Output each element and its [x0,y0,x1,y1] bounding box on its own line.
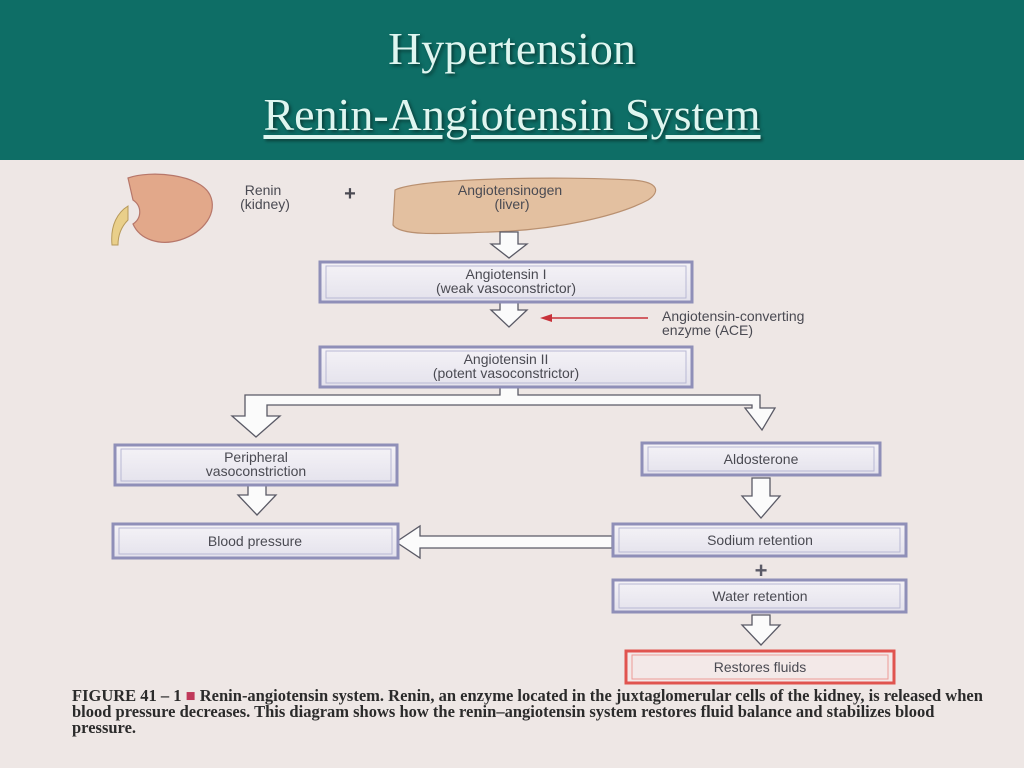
svg-text:Restores fluids: Restores fluids [714,659,807,675]
box-angiotensin-2: Angiotensin II(potent vasoconstrictor) [318,345,694,389]
svg-text:Water retention: Water retention [712,588,807,604]
box-blood-pressure: Blood pressure [111,522,400,560]
ace-arrowhead [540,314,552,322]
arrow-down [740,614,782,646]
flow-diagram: Renin (kidney) + Angiotensinogen (liver)… [111,173,908,685]
angiotensinogen-label: Angiotensinogen (liver) [458,182,566,212]
slide-header: Hypertension Renin-Angiotensin System [0,0,1024,160]
kidney-icon [111,173,213,246]
box-sodium-retention: Sodium retention [611,522,908,558]
box-aldosterone: Aldosterone [640,441,882,477]
ace-label: Angiotensin-converting enzyme (ACE) [662,308,808,338]
svg-text:Sodium retention: Sodium retention [707,532,813,548]
caption-label: FIGURE 41 – 1 [72,686,182,705]
svg-text:Blood pressure: Blood pressure [208,533,302,549]
box-water-retention: Water retention [611,578,908,614]
arrow-down [236,481,278,516]
arrow-left [394,524,613,560]
renin-label: Renin (kidney) [240,182,290,212]
arrow-down [489,231,529,259]
plus-sign: + [344,183,356,205]
figure-panel: Renin (kidney) + Angiotensinogen (liver)… [0,160,1024,768]
box-angiotensin-1: Angiotensin I(weak vasoconstrictor) [318,260,694,304]
caption-marker: ■ [185,686,196,705]
slide-title: Hypertension [388,23,636,74]
arrow-down [740,477,782,519]
svg-text:Aldosterone: Aldosterone [724,451,799,467]
plus-sign: + [755,558,768,583]
figure-caption: FIGURE 41 – 1 ■ Renin-angiotensin system… [72,686,1002,737]
box-restores-fluids: Restores fluids [624,649,896,685]
svg-text:Angiotensin II(potent vasocons: Angiotensin II(potent vasoconstrictor) [433,351,579,381]
caption-text: Renin-angiotensin system. Renin, an enzy… [72,686,983,737]
slide-subtitle: Renin-Angiotensin System [263,89,761,140]
branch-arrow [230,381,777,438]
svg-text:Angiotensin I(weak vasoconstri: Angiotensin I(weak vasoconstrictor) [436,266,576,296]
liver-icon [392,177,657,235]
